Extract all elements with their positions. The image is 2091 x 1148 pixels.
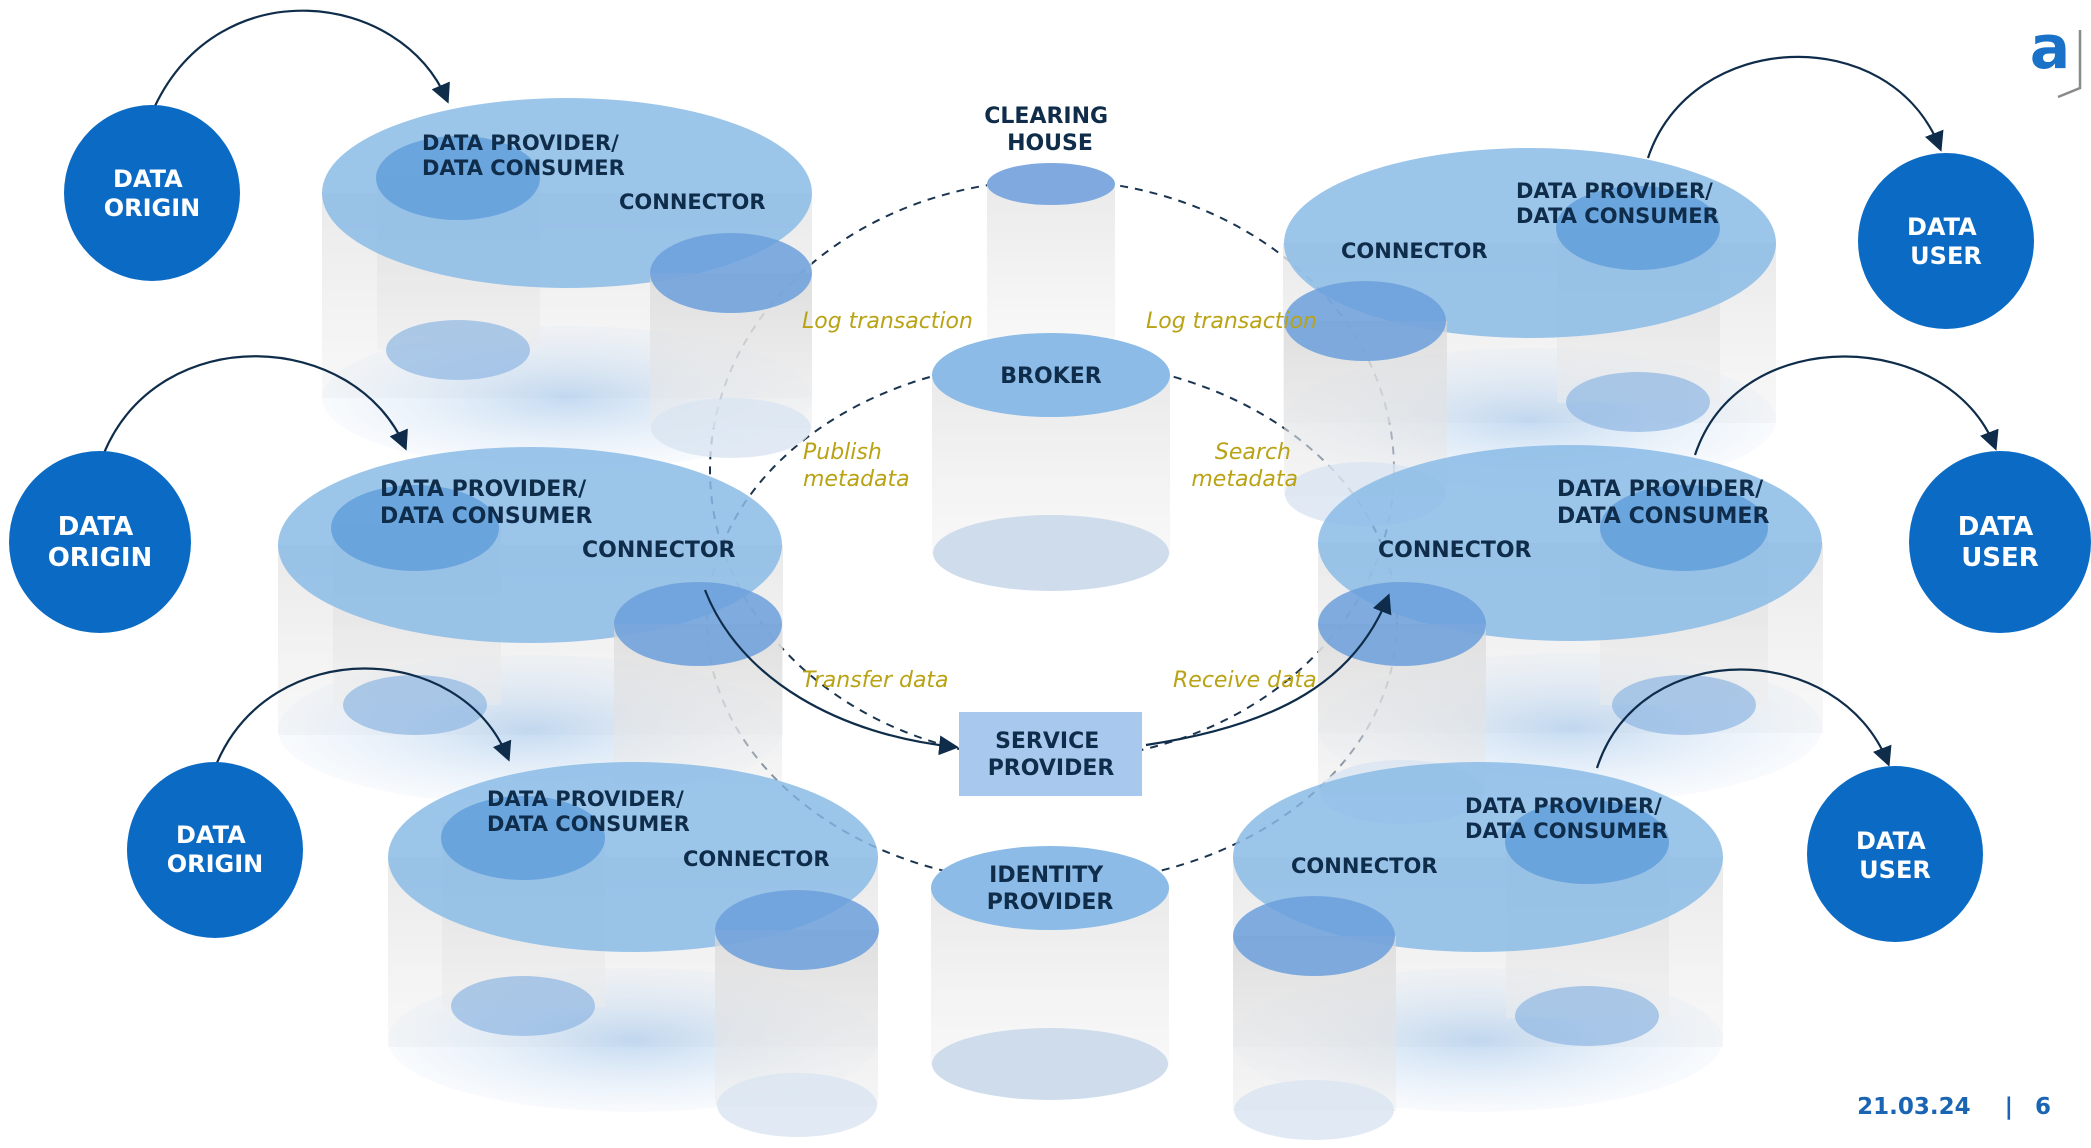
logo-letter: a bbox=[2030, 13, 2071, 83]
connector-disk bbox=[1318, 582, 1486, 666]
data-origin-label-3: DATA ORIGIN bbox=[167, 821, 264, 878]
participant-left-1 bbox=[322, 98, 812, 470]
origin-arrow-2 bbox=[102, 355, 408, 454]
identity-provider-label: IDENTITY PROVIDER bbox=[987, 863, 1114, 915]
origin-arrow-3 bbox=[214, 667, 512, 766]
clearing-house-node bbox=[987, 163, 1115, 344]
data-user-label-2: DATA USER bbox=[1958, 512, 2043, 573]
broker-label: BROKER bbox=[1000, 364, 1101, 389]
participant-right-3 bbox=[1233, 762, 1723, 1140]
data-origin-label-1: DATA ORIGIN bbox=[104, 165, 201, 222]
connector-label-5: CONNECTOR bbox=[1378, 538, 1532, 563]
provider-label-6: DATA PROVIDER/ DATA CONSUMER bbox=[1465, 794, 1669, 843]
data-user-node-2 bbox=[1909, 451, 2091, 633]
service-provider-label: SERVICE PROVIDER bbox=[988, 729, 1115, 781]
publish-metadata-label: Publish metadata bbox=[803, 440, 910, 492]
participant-right-1 bbox=[1283, 148, 1776, 526]
receive-data-arrow bbox=[1145, 593, 1392, 747]
connector-label-3: CONNECTOR bbox=[683, 847, 830, 871]
connector-disk bbox=[1233, 896, 1395, 976]
data-origin-label-2: DATA ORIGIN bbox=[48, 512, 153, 573]
data-user-circles bbox=[1807, 153, 2091, 942]
user-arrow-1 bbox=[1646, 55, 1944, 159]
provider-label-5: DATA PROVIDER/ DATA CONSUMER bbox=[1557, 477, 1771, 529]
user-arrow-3 bbox=[1595, 668, 1892, 769]
transfer-data-arrow bbox=[703, 589, 959, 756]
service-provider-box bbox=[959, 712, 1142, 796]
footer-separator: | bbox=[2004, 1094, 2013, 1120]
broker-node bbox=[932, 333, 1170, 591]
transfer-data-label: Transfer data bbox=[802, 668, 949, 693]
log-transaction-right: Log transaction bbox=[1146, 309, 1317, 334]
receive-data-label: Receive data bbox=[1173, 668, 1317, 693]
connector-label-6: CONNECTOR bbox=[1291, 854, 1438, 878]
clearing-house-label: CLEARING HOUSE bbox=[984, 104, 1116, 156]
data-user-node-1 bbox=[1858, 153, 2034, 329]
user-arrow-2 bbox=[1693, 355, 1999, 456]
origin-arrows bbox=[102, 9, 1999, 769]
connector-disk bbox=[715, 890, 879, 970]
page-number: 6 bbox=[2034, 1094, 2051, 1120]
connector-disk bbox=[1284, 281, 1446, 361]
data-user-label-3: DATA USER bbox=[1856, 827, 1934, 884]
data-user-node-3 bbox=[1807, 766, 1983, 942]
data-origin-node-1 bbox=[64, 105, 240, 281]
data-origin-node-3 bbox=[127, 762, 303, 938]
footer: 21.03.24 | 6 bbox=[1857, 1094, 2051, 1120]
brand-logo: a bbox=[2030, 13, 2082, 99]
origin-arrow-1 bbox=[154, 9, 450, 107]
connector-label-2: CONNECTOR bbox=[582, 538, 736, 563]
provider-label-1: DATA PROVIDER/ DATA CONSUMER bbox=[422, 131, 626, 180]
search-metadata-label: Search metadata bbox=[1191, 440, 1298, 492]
data-origin-circles bbox=[9, 105, 303, 938]
data-origin-node-2 bbox=[9, 451, 191, 633]
data-user-label-1: DATA USER bbox=[1907, 213, 1985, 270]
footer-date: 21.03.24 bbox=[1857, 1094, 1971, 1120]
participant-left-2 bbox=[278, 447, 783, 805]
connector-disk bbox=[650, 233, 812, 313]
identity-provider-node bbox=[931, 846, 1169, 1100]
provider-label-4: DATA PROVIDER/ DATA CONSUMER bbox=[1516, 179, 1720, 228]
participant-right-2 bbox=[1318, 445, 1823, 824]
connector-disk bbox=[614, 582, 782, 666]
log-transaction-left: Log transaction bbox=[802, 309, 973, 334]
provider-label-2: DATA PROVIDER/ DATA CONSUMER bbox=[380, 477, 594, 529]
connector-label-1: CONNECTOR bbox=[619, 190, 766, 214]
provider-label-3: DATA PROVIDER/ DATA CONSUMER bbox=[487, 787, 691, 836]
connector-label-4: CONNECTOR bbox=[1341, 239, 1488, 263]
participant-left-3 bbox=[388, 762, 879, 1137]
